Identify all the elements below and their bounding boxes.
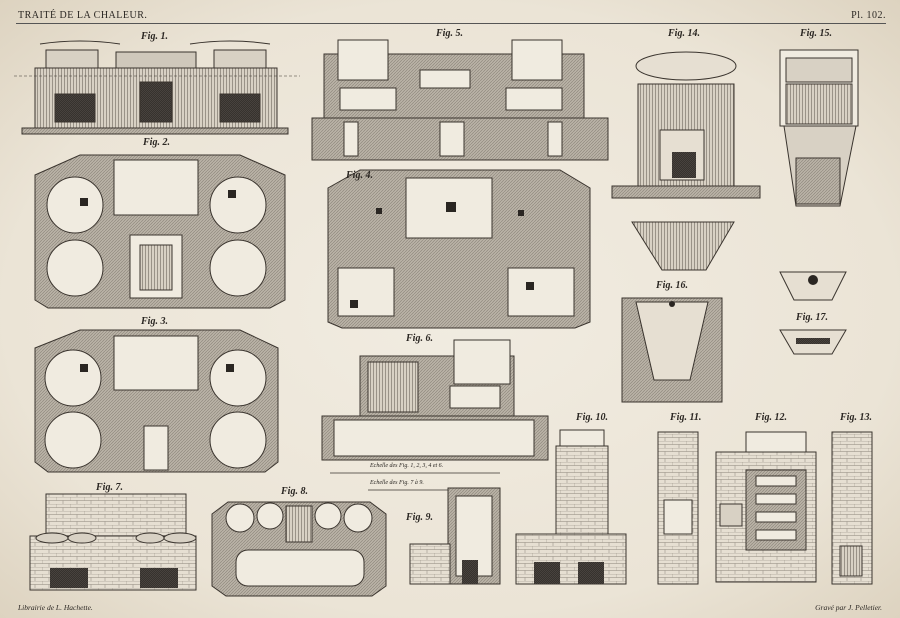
fig7-drawing (29, 493, 197, 591)
header-rule (16, 23, 886, 24)
fig13-drawing (831, 431, 873, 585)
fig5-drawing (311, 39, 609, 161)
fig15-drawing (779, 49, 859, 207)
fig2-drawing (34, 154, 286, 309)
fig9-drawing (409, 487, 501, 585)
fig6-label: Fig. 6. (406, 333, 433, 344)
fig2-label: Fig. 2. (143, 137, 170, 148)
plate-title: TRAITÉ DE LA CHALEUR. (18, 10, 148, 21)
fig6-drawing (321, 339, 549, 461)
fig4-drawing (327, 169, 591, 329)
fig14-drawing (611, 51, 761, 271)
fig5-label: Fig. 5. (436, 28, 463, 39)
plate-number: Pl. 102. (851, 10, 886, 21)
fig1-label: Fig. 1. (141, 31, 168, 42)
fig4-label: Fig. 4. (346, 170, 373, 181)
scale-bars (330, 472, 500, 491)
fig14-label: Fig. 14. (668, 28, 700, 39)
fig8-drawing (211, 501, 387, 597)
fig16-label: Fig. 16. (656, 280, 688, 291)
fig10-drawing (515, 429, 627, 585)
fig10-label: Fig. 10. (576, 412, 608, 423)
publisher-credit: Librairie de L. Hachette. (18, 603, 93, 612)
fig17-label: Fig. 17. (796, 312, 828, 323)
fig8-label: Fig. 8. (281, 486, 308, 497)
fig16-drawing (621, 297, 723, 403)
fig7-label: Fig. 7. (96, 482, 123, 493)
fig3-drawing (34, 329, 279, 473)
fig1-drawing (14, 40, 300, 135)
fig9-label: Fig. 9. (406, 512, 433, 523)
fig3-label: Fig. 3. (141, 316, 168, 327)
fig11-label: Fig. 11. (670, 412, 702, 423)
scale-label-2: Echelle des Fig. 7 à 9. (370, 480, 424, 486)
fig15-label: Fig. 15. (800, 28, 832, 39)
engraver-credit: Gravé par J. Pelletier. (815, 603, 882, 612)
fig11-drawing (657, 431, 699, 585)
scale-label-1: Echelle des Fig. 1, 2, 3, 4 et 6. (370, 463, 444, 469)
fig12-label: Fig. 12. (755, 412, 787, 423)
fig12-drawing (715, 431, 817, 583)
fig17-drawing (779, 271, 847, 355)
fig13-label: Fig. 13. (840, 412, 872, 423)
